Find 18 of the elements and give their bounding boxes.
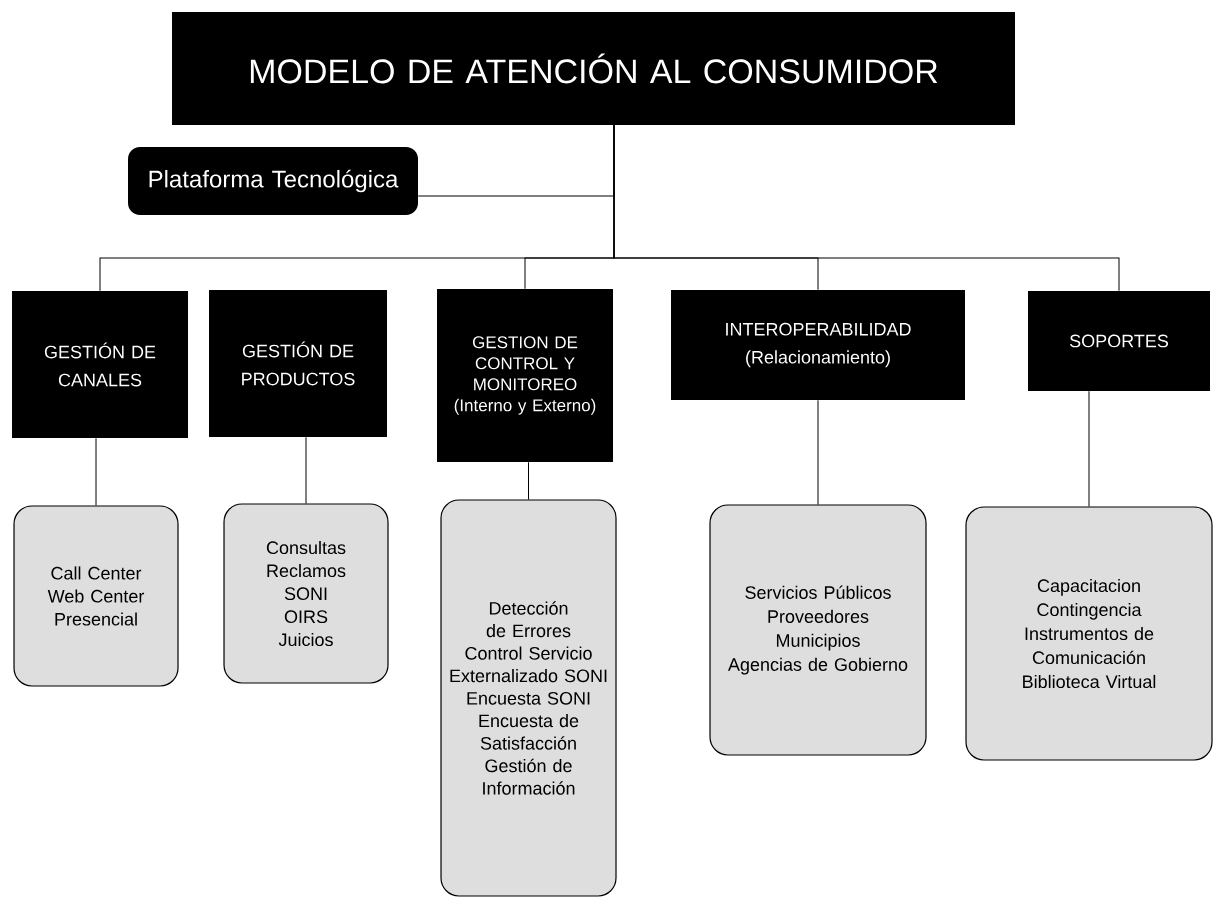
connector-line xyxy=(528,461,529,500)
item-box: Consultas Reclamos SONI OIRS Juicios xyxy=(223,503,389,684)
connector-line xyxy=(613,124,1120,292)
category-box: GESTION DE CONTROL Y MONITOREO (Interno y Externo) xyxy=(437,289,613,462)
item-box: Capacitacion Contingencia Instrumentos de Comunicación Biblioteca Virtual xyxy=(965,506,1213,761)
item-box: Detección de Errores Control Servicio Externalizado SONI Encuesta SONI Encuesta de Satisfacción Gestión de Información xyxy=(440,499,617,897)
connector-line xyxy=(817,399,819,505)
category-box: GESTIÓN DE PRODUCTOS xyxy=(209,290,387,437)
connector-line xyxy=(305,436,307,504)
category-box: SOPORTES xyxy=(1028,291,1210,391)
category-box: GESTIÓN DE CANALES xyxy=(12,291,188,438)
category-box: INTEROPERABILIDAD (Relacionamiento) xyxy=(671,290,965,400)
connector-line xyxy=(95,437,97,506)
connector-line xyxy=(1088,390,1090,507)
item-box: Servicios Públicos Proveedores Municipios Agencias de Gobierno xyxy=(709,504,927,756)
platform-box: Plataforma Tecnológica xyxy=(128,147,418,215)
title-box: MODELO DE ATENCIÓN AL CONSUMIDOR xyxy=(172,12,1015,125)
item-box: Call Center Web Center Presencial xyxy=(13,505,179,687)
